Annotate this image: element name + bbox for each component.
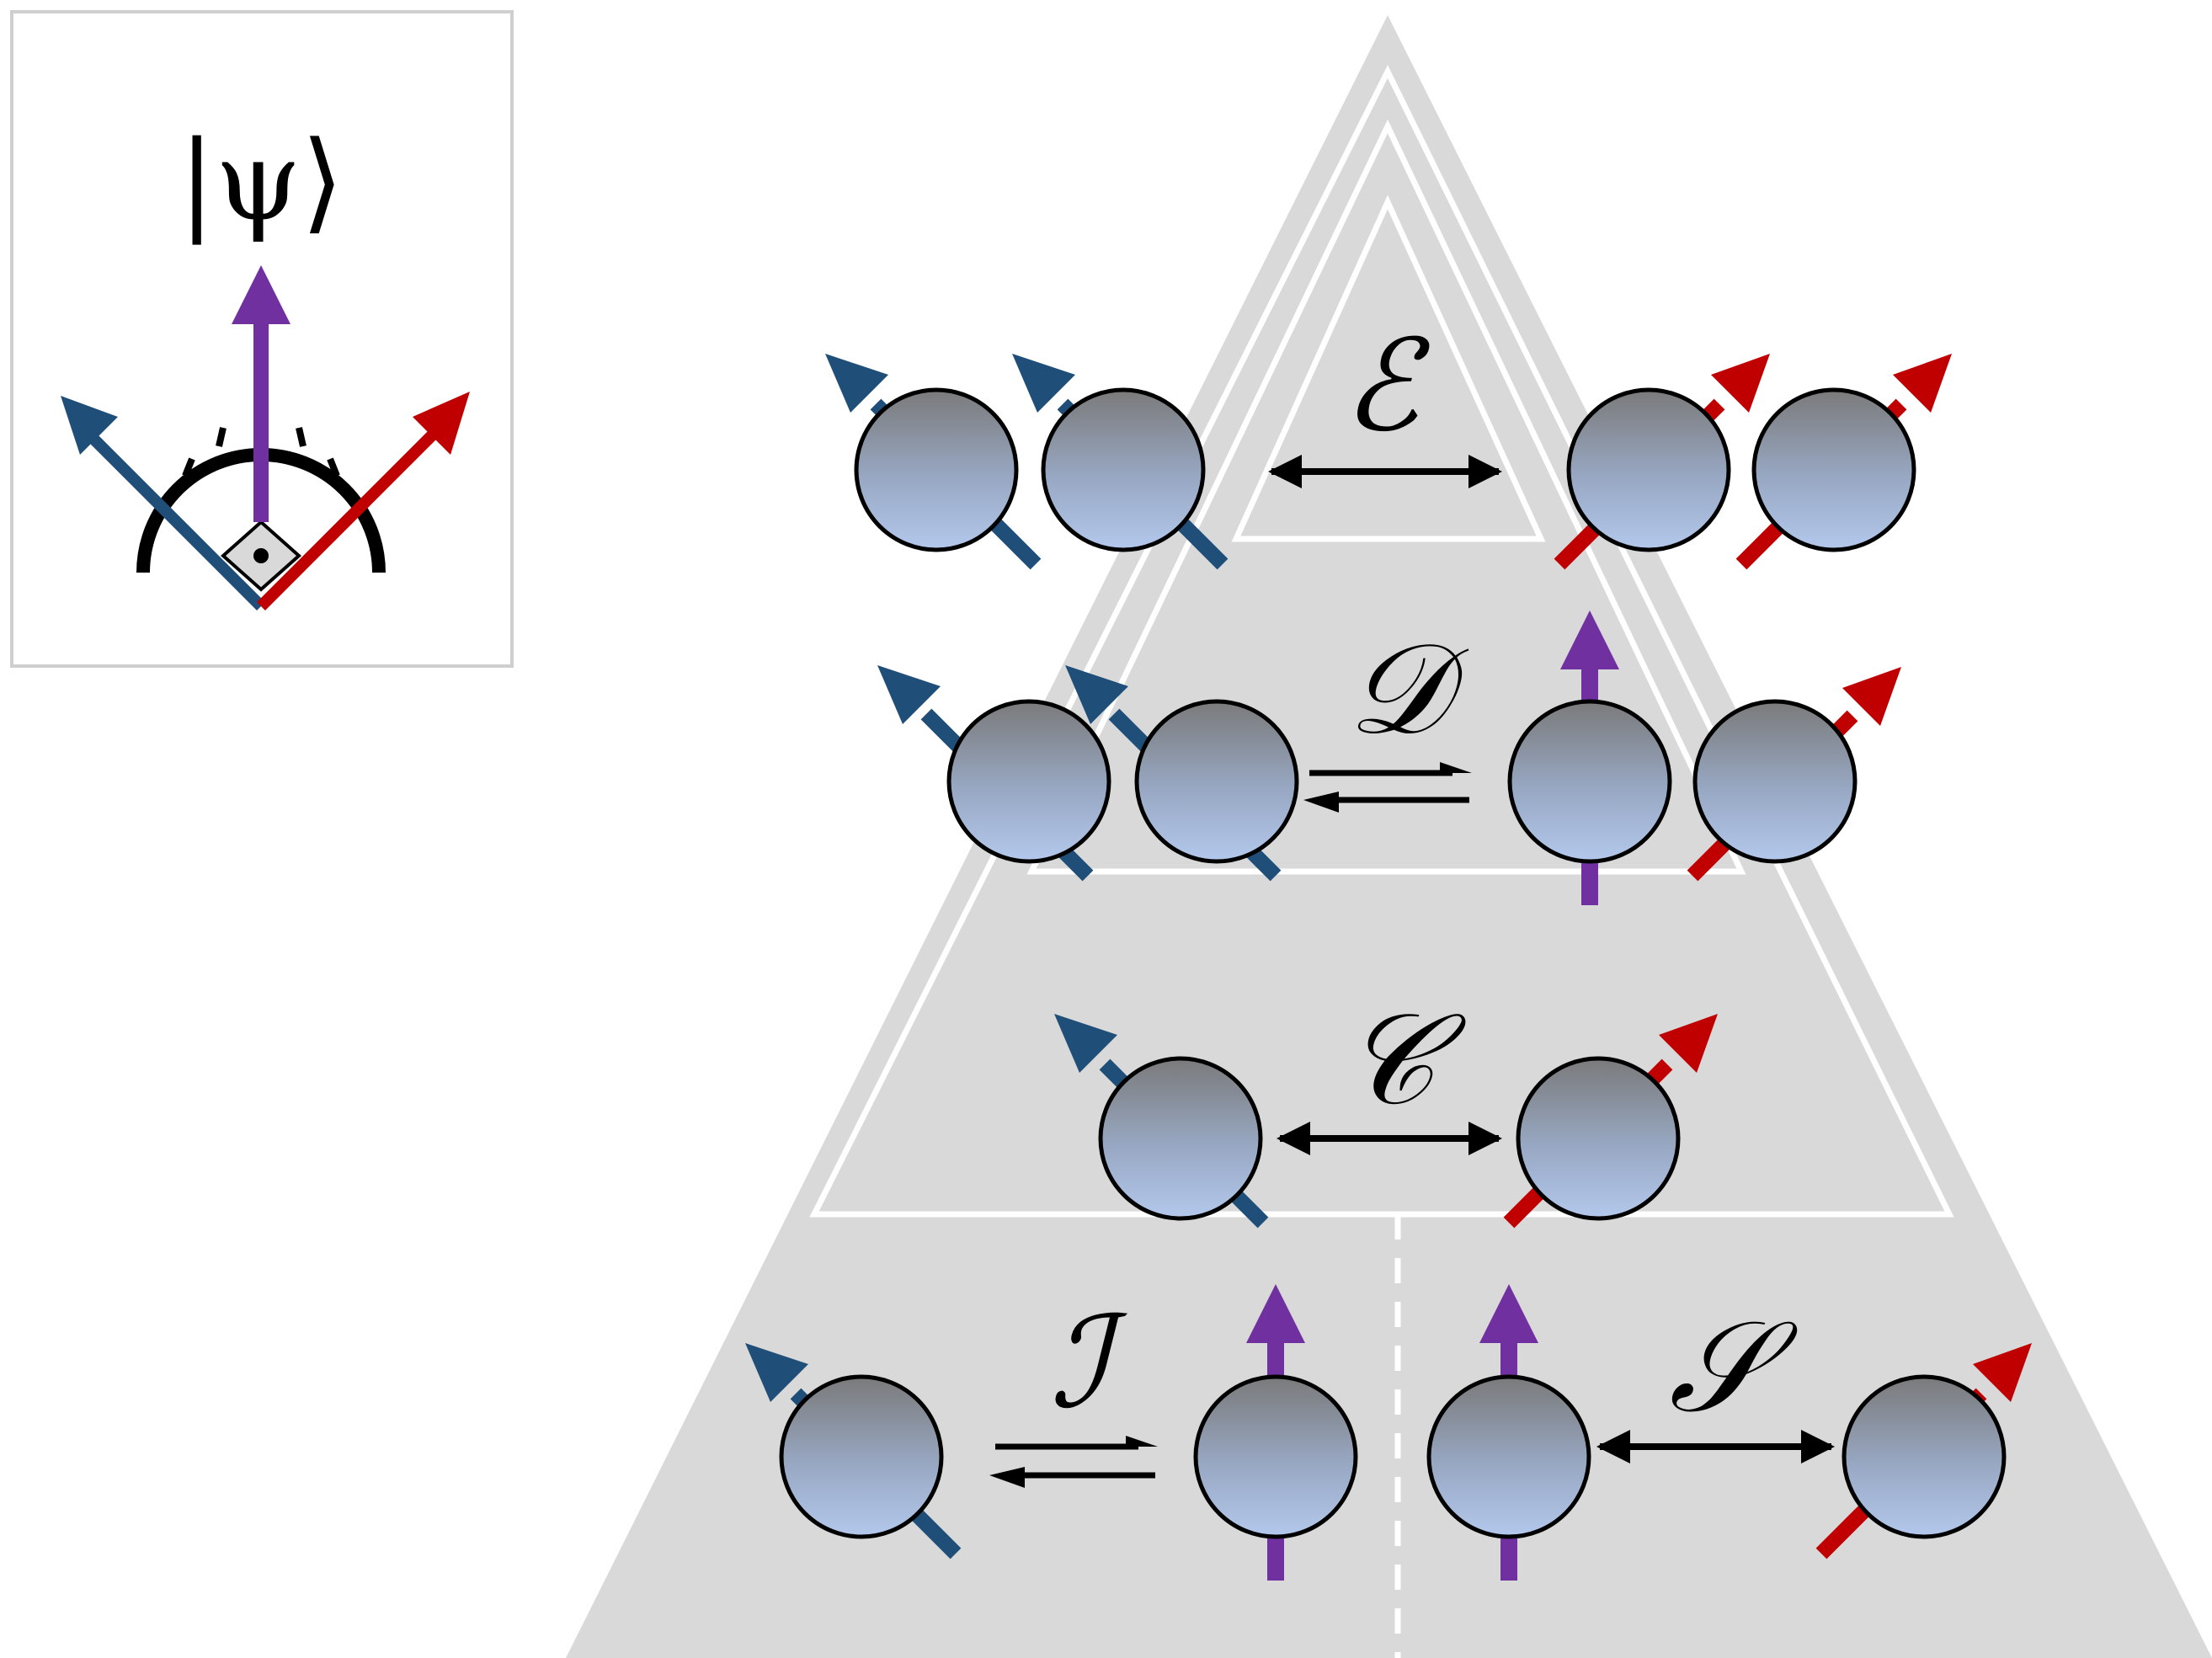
- spin-ball-S2: [1815, 1343, 2032, 1559]
- spin-ball-D3: [1507, 610, 1672, 905]
- state-inset: |ψ⟩: [10, 10, 514, 668]
- I-equilibrium-arrows: [989, 1436, 1158, 1488]
- spin-ball-C2: [1503, 1014, 1718, 1229]
- spin-ball-E2: [1012, 354, 1229, 570]
- spin-ball-D1: [877, 665, 1111, 882]
- red-spin-arrow: [257, 429, 438, 610]
- purple-spin-arrowhead: [232, 265, 290, 324]
- D-equilibrium-arrows: [1303, 762, 1472, 813]
- ket-psi-label: |ψ⟩: [179, 117, 344, 245]
- level-E-outline: [1231, 195, 1546, 542]
- spin-ball-I1: [745, 1343, 962, 1559]
- spin-ball-I2: [1193, 1284, 1358, 1581]
- level-D-outline: [1026, 119, 1746, 875]
- spin-ball-D2: [1065, 665, 1299, 882]
- spin-ball-C1: [1054, 1014, 1269, 1229]
- level-E: ℰ: [825, 313, 1952, 570]
- spin-ball-E1: [825, 354, 1042, 570]
- spin-ball-D4: [1687, 667, 1901, 882]
- blue-spin-arrowhead: [61, 396, 118, 455]
- origin-dot: [253, 548, 269, 563]
- spin-ball-E4: [1735, 354, 1952, 570]
- level-C-outline: [809, 65, 1954, 1218]
- pyramid-base: [566, 15, 2212, 1658]
- blue-spin-arrow: [84, 429, 265, 610]
- spin-ball-S1: [1426, 1284, 1591, 1581]
- pyramid: [566, 15, 2212, 1658]
- E-symbol: ℰ: [1343, 313, 1431, 460]
- red-spin-arrowhead: [413, 392, 470, 455]
- angle-ticks: [182, 427, 340, 477]
- spin-ball-E3: [1554, 354, 1770, 570]
